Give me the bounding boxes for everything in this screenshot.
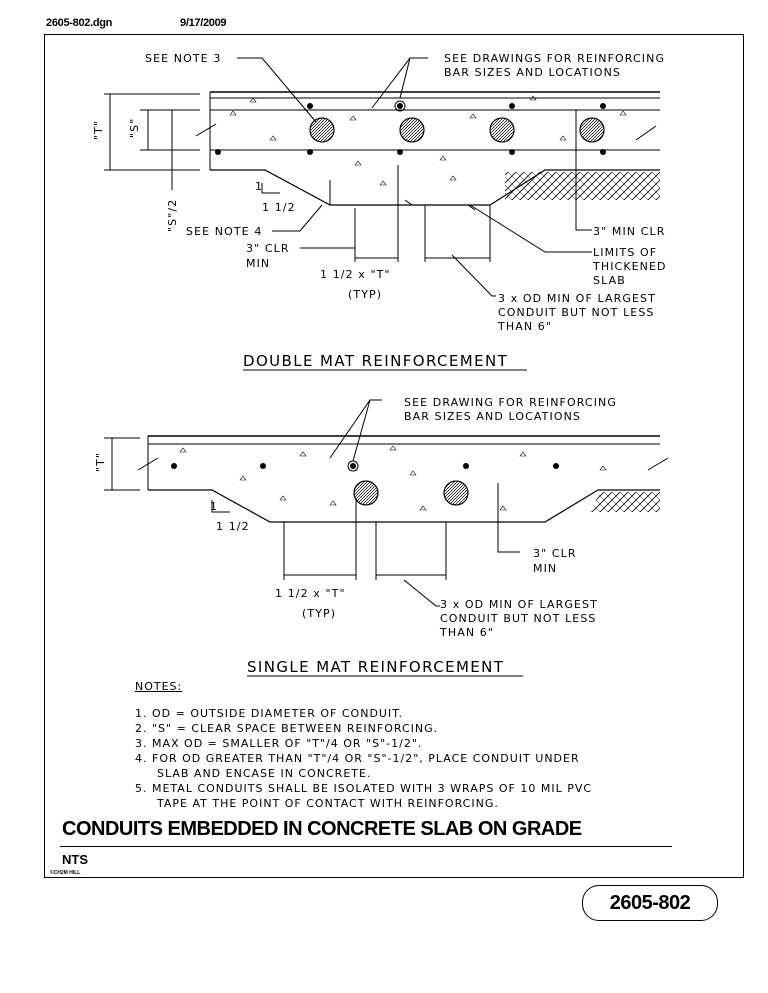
double-dim-s-half: "S"/2 (166, 199, 179, 232)
copyright: ©CH2M HILL (50, 870, 81, 876)
note-item: 4. FOR OD GREATER THAN "T"/4 OR "S"-1/2"… (135, 752, 580, 765)
double-od-2: CONDUIT BUT NOT LESS (498, 306, 655, 319)
note-item: SLAB AND ENCASE IN CONCRETE. (157, 767, 372, 780)
single-mat-conduits (353, 480, 469, 506)
single-clr-2: MIN (533, 562, 557, 575)
single-slope-1: 1 (210, 500, 218, 513)
double-mat-title: DOUBLE MAT REINFORCEMENT (243, 352, 508, 370)
scale-label: NTS (62, 852, 88, 867)
double-dim-t: "T" (92, 120, 105, 140)
double-od-1: 3 x OD MIN OF LARGEST (498, 292, 656, 305)
note-item: 2. "S" = CLEAR SPACE BETWEEN REINFORCING… (135, 722, 439, 735)
double-slope-2: 1 1/2 (262, 201, 296, 214)
double-clr-2: MIN (246, 257, 270, 270)
note-item: 3. MAX OD = SMALLER OF "T"/4 OR "S"-1/2"… (135, 737, 423, 750)
drawing-frame (44, 34, 744, 878)
double-typ-1: 1 1/2 x "T" (320, 268, 391, 281)
note-item: 1. OD = OUTSIDE DIAMETER OF CONDUIT. (135, 707, 404, 720)
notes-heading: NOTES: (135, 680, 183, 693)
double-min-clr: 3" MIN CLR (593, 225, 665, 238)
single-od-2: CONDUIT BUT NOT LESS (440, 612, 597, 625)
single-mat-detail (104, 399, 669, 607)
double-typ-2: (TYP) (348, 288, 382, 301)
double-limits-3: SLAB (593, 274, 626, 287)
double-clr-1: 3" CLR (246, 242, 290, 255)
note-item: TAPE AT THE POINT OF CONTACT WITH REINFO… (157, 797, 499, 810)
header-filename: 2605-802.dgn (46, 17, 113, 29)
notes-list: 1. OD = OUTSIDE DIAMETER OF CONDUIT. 2. … (135, 706, 592, 811)
header-date: 9/17/2009 (180, 17, 227, 29)
single-see-drawing-1: SEE DRAWING FOR REINFORCING (404, 396, 617, 409)
single-see-drawing-2: BAR SIZES AND LOCATIONS (404, 410, 581, 423)
single-typ-1: 1 1/2 x "T" (275, 587, 346, 600)
single-od-3: THAN 6" (439, 626, 494, 639)
single-mat-title: SINGLE MAT REINFORCEMENT (247, 658, 504, 676)
double-slope-1: 1 (255, 180, 263, 193)
title-rule (60, 846, 672, 847)
double-see-drawings-2: BAR SIZES AND LOCATIONS (444, 66, 621, 79)
single-typ-2: (TYP) (302, 607, 336, 620)
drawing-number-badge: 2605-802 (582, 885, 718, 921)
double-see-note-3: SEE NOTE 3 (145, 52, 221, 65)
double-mat-conduits (309, 117, 605, 143)
drawing-title: CONDUITS EMBEDDED IN CONCRETE SLAB ON GR… (62, 818, 582, 840)
single-clr-1: 3" CLR (533, 547, 577, 560)
single-dim-t: "T" (94, 452, 107, 472)
double-dim-s: "S" (128, 118, 141, 138)
single-od-1: 3 x OD MIN OF LARGEST (440, 598, 598, 611)
note-item: 5. METAL CONDUITS SHALL BE ISOLATED WITH… (135, 782, 593, 795)
double-see-note-4: SEE NOTE 4 (186, 225, 262, 238)
double-mat-detail (104, 57, 660, 297)
double-see-drawings-1: SEE DRAWINGS FOR REINFORCING (444, 52, 665, 65)
single-slope-2: 1 1/2 (216, 520, 250, 533)
double-limits-2: THICKENED (592, 260, 667, 273)
double-limits-1: LIMITS OF (593, 246, 657, 259)
double-od-3: THAN 6" (497, 320, 552, 333)
